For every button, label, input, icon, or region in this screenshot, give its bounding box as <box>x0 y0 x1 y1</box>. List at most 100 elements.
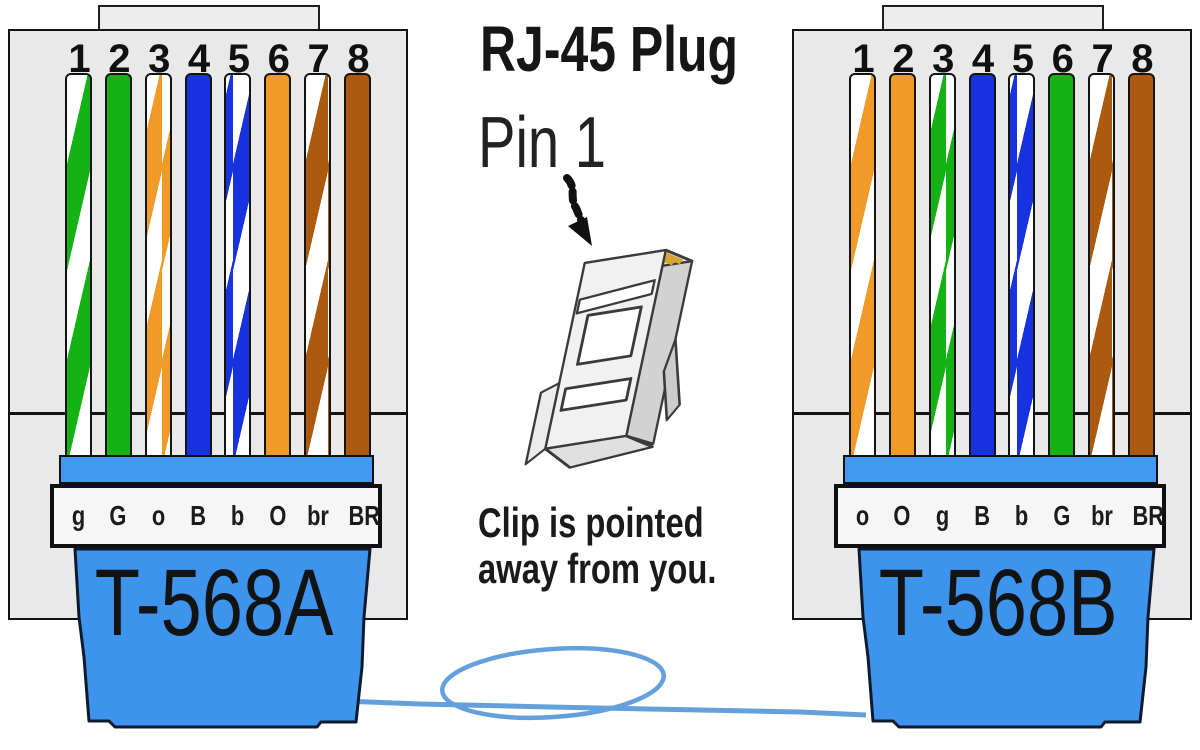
t-568a-pin-number-6: 6 <box>267 37 290 81</box>
t-568b-wire-label-text-BR: BR <box>1132 500 1164 531</box>
t-568b-pin1-wire-striped-orange <box>849 73 876 465</box>
t568b-clip-tab <box>882 5 1104 32</box>
clip-note-line1: Clip is pointed <box>478 499 704 546</box>
t-568a-wire-label-text-o: o <box>151 500 165 531</box>
t-568b-wire-label-text-b: b <box>1015 500 1029 531</box>
t-568b-wire-label-text-O: O <box>893 500 911 531</box>
cable-loop <box>439 645 667 721</box>
t-568a-wire-label-b: b <box>224 500 251 532</box>
t-568b-pin4-wire-solid-blue <box>968 73 996 465</box>
t568a-standard-name: T-568A <box>53 556 375 651</box>
t-568a-wire-label-text-br: br <box>307 500 329 531</box>
t-568a-pin-number-2: 2 <box>108 37 130 81</box>
diagram-title: RJ-45 Plug <box>480 12 811 86</box>
t568b-name-text: T-568B <box>878 550 1118 656</box>
clip-note-line2: away from you. <box>478 545 717 592</box>
t568a-boot-shape <box>73 547 372 729</box>
t-568b-wire-label-O: O <box>889 500 916 532</box>
t-568b-pin-number-2: 2 <box>892 37 914 81</box>
diagram-title-text: RJ-45 Plug <box>480 13 738 85</box>
t568a-clip-tab <box>98 5 320 32</box>
t-568b-pin-number-6: 6 <box>1051 37 1074 81</box>
t568b-cable-boot <box>857 547 1156 729</box>
t-568a-wire-label-text-B: B <box>190 500 206 531</box>
t-568b-pin-number-7: 7 <box>1091 37 1113 81</box>
t568b-boot-shape <box>857 547 1156 729</box>
t-568b-pin-number-4: 4 <box>971 37 994 81</box>
t-568a-wire-label-BR: BR <box>344 500 380 532</box>
pin1-callout: Pin 1 <box>478 102 642 184</box>
t-568a-wire-label-g: g <box>65 500 92 532</box>
t-568a-wire-label-text-BR: BR <box>348 500 380 531</box>
t-568a-pin-number-3: 3 <box>148 37 170 81</box>
t-568a-wire-label-text-b: b <box>231 500 245 531</box>
t-568a-pin7-wire-striped-brown <box>304 73 332 465</box>
t-568b-pin-number-3: 3 <box>932 37 954 81</box>
t-568a-wire-label-br: br <box>304 500 331 532</box>
t-568a-wire-label-G: G <box>105 500 132 532</box>
t-568b-wire-label-G: G <box>1048 500 1075 532</box>
t-568a-wire-label-text-g: g <box>71 500 86 531</box>
t-568a-wire-label-B: B <box>185 500 212 532</box>
t-568a-pin1-wire-striped-green <box>65 73 92 465</box>
t-568a-wire-label-text-O: O <box>269 500 287 531</box>
t-568b-wire-label-g: g <box>929 500 956 532</box>
t-568b-pin5-wire-striped-blue <box>1008 73 1036 465</box>
t-568b-wire-label-o: o <box>849 500 876 532</box>
t-568b-pin8-wire-solid-brown <box>1127 73 1155 465</box>
t-568b-pin7-wire-striped-brown <box>1088 73 1116 465</box>
t-568b-wire-label-BR: BR <box>1128 500 1164 532</box>
t568b-standard-name: T-568B <box>837 556 1159 651</box>
t-568b-pin-number-1: 1 <box>852 37 874 81</box>
patch-cable-with-loop <box>341 645 867 721</box>
t-568a-wire-label-text-G: G <box>109 500 127 531</box>
t568a-name-text: T-568A <box>94 550 334 656</box>
rj45-plug-illustration <box>524 248 694 469</box>
t-568b-wire-label-text-o: o <box>855 500 870 531</box>
t-568b-wire-label-b: b <box>1008 500 1035 532</box>
pin1-callout-text: Pin 1 <box>478 103 607 183</box>
t-568a-pin4-wire-solid-blue <box>184 73 212 465</box>
clip-note: Clip is pointed away from you. <box>478 500 784 592</box>
t-568a-pin5-wire-striped-blue <box>224 73 252 465</box>
t568a-wire-clamp-bar <box>59 455 374 484</box>
t-568b-pin6-wire-solid-green <box>1048 73 1076 465</box>
t568b-wire-clamp-bar <box>843 455 1158 484</box>
t-568a-pin-number-8: 8 <box>347 37 369 81</box>
t-568b-wire-label-br: br <box>1088 500 1115 532</box>
t-568b-wire-label-text-B: B <box>974 500 990 531</box>
pin1-arrow-icon <box>563 174 592 246</box>
t-568b-pin2-wire-solid-orange <box>888 73 916 465</box>
t-568b-wire-label-text-G: G <box>1053 500 1071 531</box>
t-568b-wire-label-text-br: br <box>1091 500 1113 531</box>
t-568a-wire-label-O: O <box>264 500 291 532</box>
t-568a-pin-number-1: 1 <box>68 37 90 81</box>
cable-line <box>341 698 867 718</box>
t568a-cable-boot <box>73 547 372 729</box>
t-568a-pin8-wire-solid-brown <box>343 73 371 465</box>
t-568b-pin-number-5: 5 <box>1011 37 1034 81</box>
t-568a-pin2-wire-solid-green <box>104 73 132 465</box>
t568a-wires-row <box>65 73 371 465</box>
t-568a-pin3-wire-striped-orange <box>144 73 172 465</box>
t-568b-wire-label-text-g: g <box>935 500 949 531</box>
t568b-wires-row <box>849 73 1155 465</box>
t-568a-pin-number-4: 4 <box>187 37 210 81</box>
t-568a-wire-label-o: o <box>145 500 172 532</box>
t-568a-pin6-wire-solid-orange <box>264 73 292 465</box>
t-568a-pin-number-5: 5 <box>227 37 250 81</box>
t-568a-pin-number-7: 7 <box>307 37 329 81</box>
t-568b-wire-label-B: B <box>969 500 996 532</box>
t-568b-pin3-wire-striped-green <box>928 73 956 465</box>
